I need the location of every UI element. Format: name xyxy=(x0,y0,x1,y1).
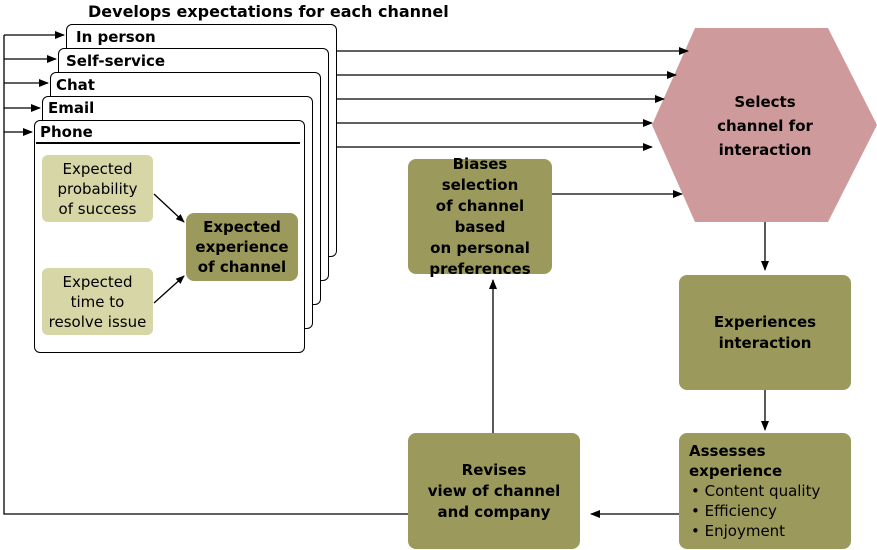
expected-experience-box: Expected experience of channel xyxy=(186,213,298,281)
selects-channel-label: Selects channel for interaction xyxy=(717,93,813,159)
channel-label-inperson: In person xyxy=(76,28,156,46)
channel-label-chat: Chat xyxy=(56,76,95,94)
biases-selection-label: Biases selection of channel based on per… xyxy=(429,154,531,278)
revises-view-label: Revises view of channel and company xyxy=(427,460,561,521)
expected-probability-label: Expected probability of success xyxy=(57,159,138,218)
biases-selection-box: Biases selection of channel based on per… xyxy=(408,155,552,278)
feedback-loop-line xyxy=(3,35,408,515)
experiences-interaction-label: Experiences interaction xyxy=(713,312,817,352)
expected-experience-label: Expected experience of channel xyxy=(195,218,289,276)
criterion-content-quality: Content quality xyxy=(691,481,841,501)
criterion-enjoyment: Enjoyment xyxy=(691,521,841,541)
channel-label-email: Email xyxy=(48,99,95,117)
selects-hexagon-shape xyxy=(652,28,877,222)
channel-label-selfservice: Self-service xyxy=(66,52,166,70)
expected-time-box: Expected time to resolve issue xyxy=(42,268,153,335)
assesses-experience-box: Assesses experience Content quality Effi… xyxy=(679,433,851,549)
assessment-criteria-list: Content quality Efficiency Enjoyment xyxy=(689,481,841,541)
channel-label-phone: Phone xyxy=(40,123,93,141)
experiences-interaction-box: Experiences interaction xyxy=(679,275,851,390)
expected-time-label: Expected time to resolve issue xyxy=(48,272,147,331)
revises-view-box: Revises view of channel and company xyxy=(408,433,580,549)
diagram-title: Develops expectations for each channel xyxy=(88,2,449,21)
phone-card-divider xyxy=(36,142,300,144)
assesses-experience-heading: Assesses experience xyxy=(689,442,783,480)
criterion-efficiency: Efficiency xyxy=(691,501,841,521)
expected-probability-box: Expected probability of success xyxy=(42,155,153,222)
